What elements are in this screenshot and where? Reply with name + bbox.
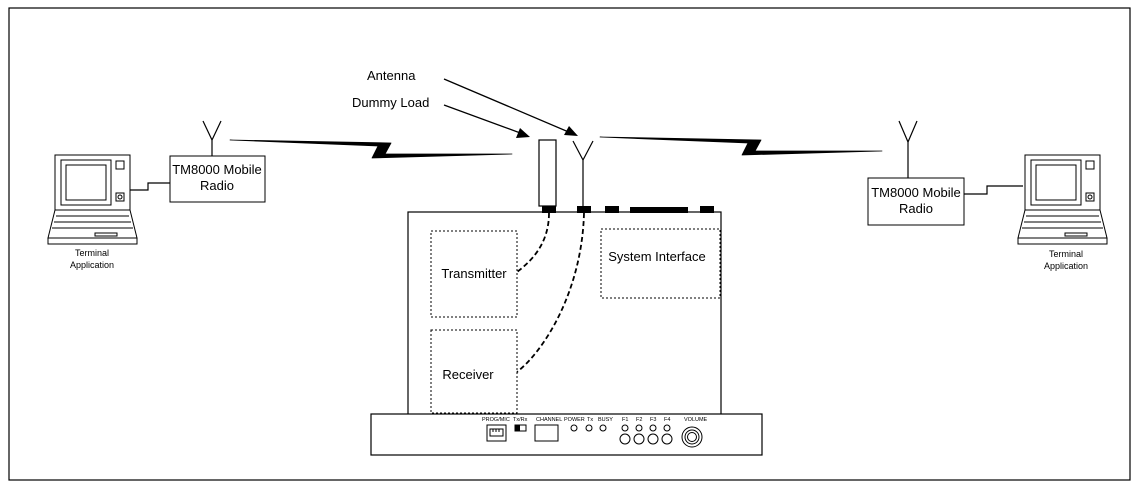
- left-radio-box: [169, 155, 266, 203]
- prog-mic-port: [486, 424, 507, 442]
- tx-rx-label: Tx/Rx: [513, 417, 528, 423]
- f1-label: F1: [622, 417, 628, 423]
- right-laptop-icon: [1017, 154, 1108, 245]
- right-radio-box: [867, 177, 965, 226]
- antenna-arrow: [443, 78, 578, 136]
- f4-label: F4: [664, 417, 670, 423]
- tx-label: Tx: [587, 417, 593, 423]
- right-terminal-label-1: Terminal: [1049, 249, 1083, 259]
- function-key-leds: [621, 424, 671, 432]
- right-antenna-icon: [898, 120, 918, 178]
- transmitter-label: Transmitter: [441, 266, 507, 281]
- dummy-load-arrow: [443, 104, 530, 138]
- right-radio-label-2: Radio: [899, 201, 933, 216]
- f3-label: F3: [650, 417, 656, 423]
- transmitter-cable: [516, 212, 550, 273]
- f2-label: F2: [636, 417, 642, 423]
- dummy-load-label: Dummy Load: [352, 95, 429, 110]
- dummy-load-icon: [538, 139, 557, 207]
- busy-label: BUSY: [598, 417, 613, 423]
- top-connectors: [542, 206, 714, 213]
- base-station-chassis: [407, 211, 722, 416]
- right-radio-label-1: TM8000 Mobile: [871, 185, 961, 200]
- function-key-buttons: [619, 433, 673, 445]
- left-terminal-label-1: Terminal: [75, 248, 109, 258]
- left-laptop-icon: [47, 154, 138, 245]
- right-radio-link: [599, 136, 883, 156]
- prog-mic-label: PROG/MIC: [482, 417, 510, 423]
- left-radio-link: [229, 139, 513, 159]
- system-interface-label: System Interface: [608, 249, 706, 264]
- system-interface-module: [600, 228, 721, 299]
- volume-label: VOLUME: [684, 417, 708, 423]
- receiver-cable: [516, 212, 585, 373]
- right-terminal-label-2: Application: [1044, 261, 1088, 271]
- left-antenna-icon: [202, 120, 222, 156]
- center-antenna-icon: [572, 140, 594, 208]
- receiver-label: Receiver: [442, 367, 494, 382]
- left-cable: [130, 182, 170, 191]
- status-leds: [570, 424, 607, 432]
- volume-knob-icon: [681, 426, 703, 448]
- tx-rx-switch: [514, 424, 527, 432]
- receiver-module: [430, 329, 518, 414]
- power-label: POWER: [564, 417, 585, 423]
- antenna-label: Antenna: [367, 68, 416, 83]
- left-terminal-label-2: Application: [70, 260, 114, 270]
- right-cable: [964, 185, 1023, 195]
- channel-label: CHANNEL: [536, 417, 562, 423]
- diagram-frame: [8, 7, 1131, 481]
- left-radio-label-1: TM8000 Mobile: [172, 162, 262, 177]
- transmitter-module: [430, 230, 518, 318]
- left-radio-label-2: Radio: [200, 178, 234, 193]
- channel-display: [534, 424, 559, 442]
